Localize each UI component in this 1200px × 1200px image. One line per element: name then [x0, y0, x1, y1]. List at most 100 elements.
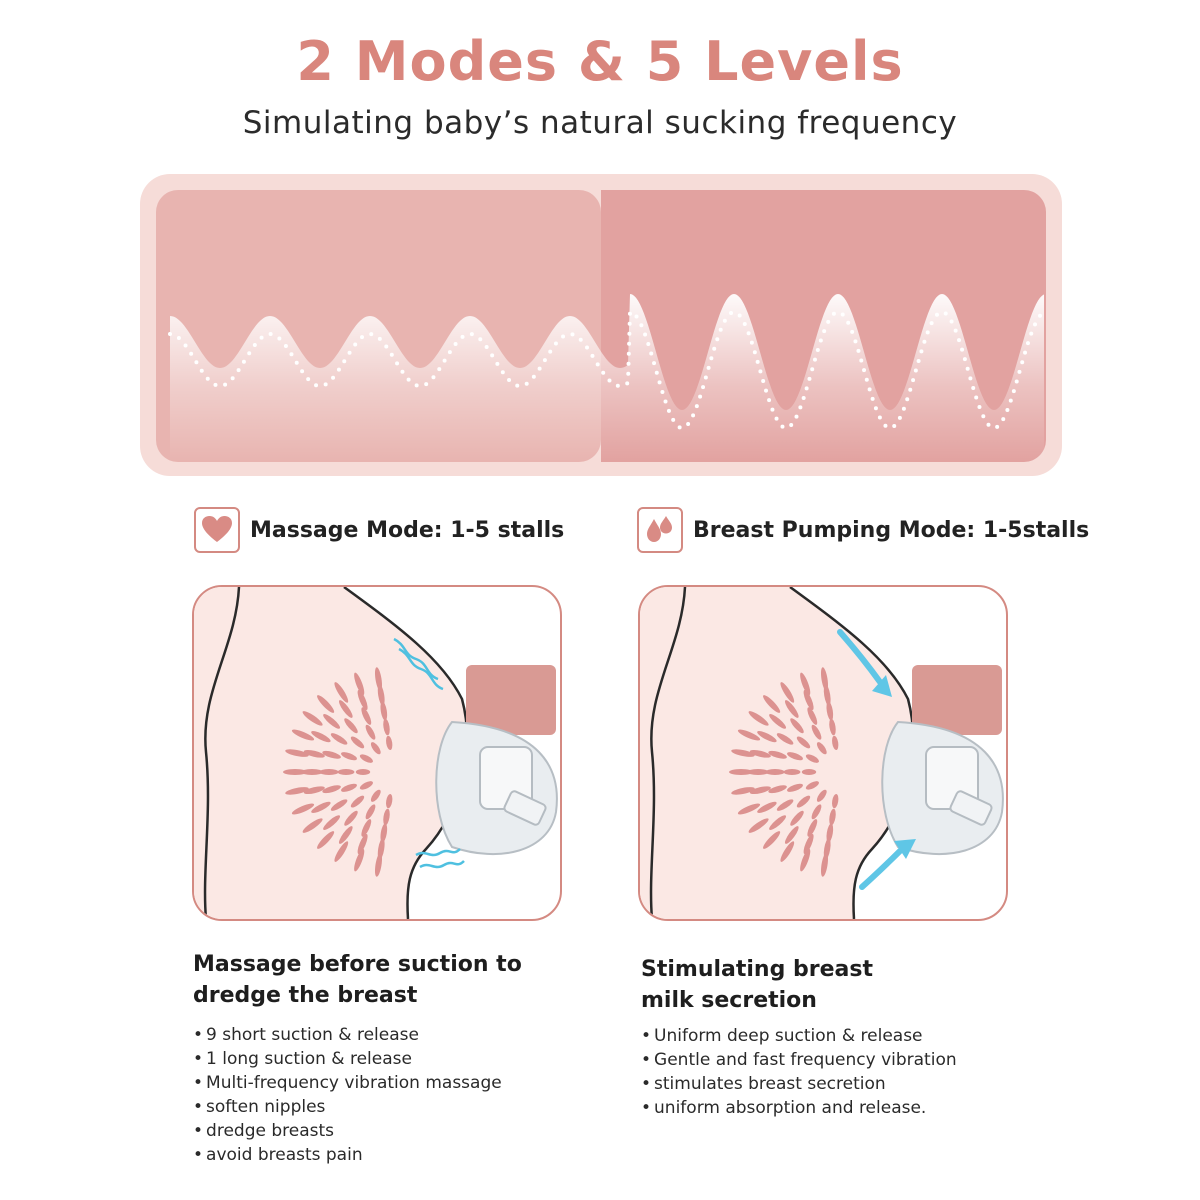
tissue-petal: [291, 803, 315, 815]
pumping-heading: Stimulating breast milk secretion: [641, 954, 873, 1016]
pumping-feature-list: Uniform deep suction & releaseGentle and…: [641, 1024, 957, 1120]
tissue-petal: [322, 750, 341, 759]
pump-body: [912, 665, 1002, 735]
tissue-petal: [805, 754, 819, 763]
tissue-petal: [359, 754, 373, 763]
tissue-petal: [354, 672, 365, 696]
massage-feature-list: 9 short suction & release1 long suction …: [193, 1023, 502, 1167]
tissue-petal: [370, 742, 381, 755]
tissue-petal: [291, 729, 315, 741]
tissue-petal: [303, 749, 325, 758]
tissue-petal: [826, 701, 834, 721]
wave-graphic: [156, 190, 1046, 462]
tissue-petal: [811, 804, 822, 820]
tissue-petal: [800, 848, 811, 872]
tissue-petal: [323, 714, 341, 729]
tissue-petal: [780, 682, 795, 703]
tissue-petal: [785, 826, 799, 844]
tissue-petal: [311, 801, 331, 813]
tissue-petal: [374, 667, 383, 691]
tissue-petal: [350, 795, 365, 808]
tissue-petal: [285, 749, 309, 757]
massage-feature-item: 1 long suction & release: [193, 1047, 502, 1071]
tissue-petal: [803, 689, 814, 711]
tissue-petal: [780, 841, 795, 862]
tissue-petal: [359, 781, 373, 790]
tissue-petal: [386, 735, 393, 751]
tissue-petal: [737, 729, 761, 741]
suction-arrow-top: [837, 629, 883, 685]
tissue-petal: [357, 833, 368, 855]
breast-tissue: [283, 667, 393, 877]
tissue-petal: [748, 818, 769, 833]
tissue-petal: [829, 808, 836, 826]
tissue-petal: [339, 826, 353, 844]
tissue-petal: [323, 815, 341, 830]
massage-heading-line2: dredge the breast: [193, 983, 418, 1008]
tissue-petal: [330, 733, 348, 745]
tissue-petal: [731, 787, 755, 795]
tissue-petal: [341, 752, 357, 761]
tissue-petal: [383, 808, 390, 826]
tissue-petal: [330, 799, 348, 811]
tissue-petal: [386, 793, 393, 809]
tissue-petal: [805, 781, 819, 790]
tissue-petal: [317, 695, 335, 713]
tissue-petal: [765, 769, 785, 775]
pump-body: [466, 665, 556, 735]
massage-feature-item: dredge breasts: [193, 1119, 502, 1143]
tissue-petal: [787, 783, 803, 792]
tissue-petal: [757, 801, 777, 813]
tissue-petal: [365, 724, 376, 740]
tissue-petal: [748, 711, 769, 726]
massage-heading-line1: Massage before suction to: [193, 952, 522, 977]
suction-arrow-bottom: [859, 846, 905, 890]
tissue-petal: [311, 731, 331, 743]
tissue-petal: [749, 786, 771, 795]
tissue-petal: [832, 793, 839, 809]
pumping-feature-item: stimulates breast secretion: [641, 1072, 957, 1096]
tissue-petal: [801, 769, 817, 775]
tissue-petal: [796, 795, 811, 808]
pumping-feature-item: Uniform deep suction & release: [641, 1024, 957, 1048]
wave-dotted-line: [168, 309, 1046, 431]
tissue-petal: [757, 731, 777, 743]
tissue-petal: [776, 733, 794, 745]
tissue-petal: [768, 785, 787, 794]
vibration-line-top: [393, 637, 439, 681]
tissue-petal: [807, 707, 818, 725]
tissue-petal: [370, 789, 381, 802]
tissue-petal: [303, 786, 325, 795]
tissue-petal: [790, 810, 804, 826]
pumping-mode-label: Breast Pumping Mode: 1-5stalls: [693, 517, 1090, 543]
tissue-petal: [380, 701, 388, 721]
massage-feature-item: Multi-frequency vibration massage: [193, 1071, 502, 1095]
tissue-petal: [317, 831, 335, 849]
tissue-petal: [380, 823, 388, 843]
tissue-petal: [787, 752, 803, 761]
tissue-petal: [374, 853, 383, 877]
vibration-line-bottom: [415, 848, 461, 857]
wave-fill: [170, 294, 1044, 462]
tissue-petal: [816, 742, 827, 755]
tissue-petal: [334, 682, 349, 703]
tissue-petal: [749, 749, 771, 758]
tissue-petal: [769, 714, 787, 729]
tissue-petal: [785, 700, 799, 718]
tissue-petal: [769, 815, 787, 830]
tissue-petal: [832, 735, 839, 751]
massage-illustration: [192, 585, 562, 921]
massage-mode-header: Massage Mode: 1-5 stalls: [194, 506, 564, 554]
wave-frequency-panel: [140, 174, 1062, 476]
tissue-petal: [776, 799, 794, 811]
tissue-petal: [285, 787, 309, 795]
tissue-petal: [355, 769, 371, 775]
tissue-petal: [283, 769, 307, 775]
tissue-petal: [354, 848, 365, 872]
tissue-petal: [361, 707, 372, 725]
tissue-petal: [803, 833, 814, 855]
tissue-petal: [319, 769, 339, 775]
tissue-petal: [301, 769, 323, 775]
tissue-petal: [302, 711, 323, 726]
tissue-petal: [344, 718, 358, 734]
